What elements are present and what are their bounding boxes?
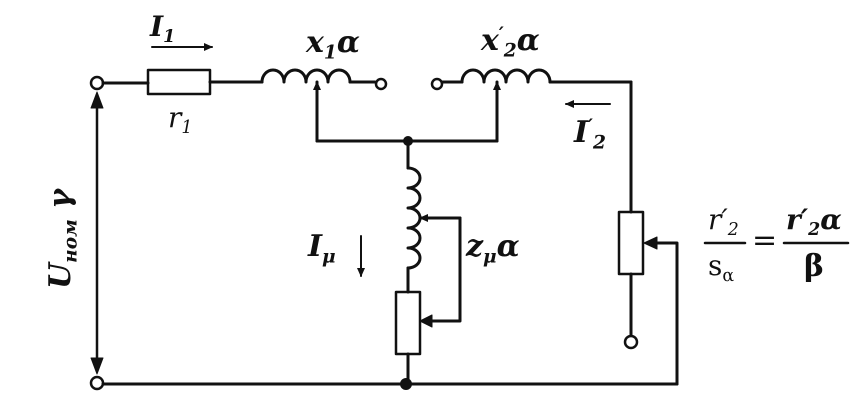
resistor-rmu	[394, 290, 422, 356]
label-x2-alpha: x′2α	[481, 23, 540, 62]
resistor-r2	[617, 210, 645, 276]
formula-rhs-numerator: r′2α	[786, 203, 842, 241]
label-i-mu: Iμ	[308, 229, 336, 268]
junction-bottom	[400, 378, 412, 390]
voltage-arrowhead-bottom	[90, 357, 104, 375]
resistor-r1	[146, 68, 212, 96]
inductor-x1	[260, 68, 352, 84]
input-terminal-top	[89, 75, 105, 91]
formula-lhs-numerator: r′2	[708, 203, 739, 241]
label-i2-prime: I′2	[574, 115, 606, 154]
inductor-zmu	[406, 166, 422, 270]
open-terminal-x2	[430, 77, 444, 91]
slider-r2-arrowhead	[643, 236, 658, 250]
wire-zmu-slider-loop	[422, 216, 462, 323]
inductor-x2	[460, 68, 552, 84]
slider-zmu-lower-arrowhead	[419, 314, 433, 328]
wire-r2-slider-return	[646, 241, 679, 386]
label-x1-alpha: x1α	[306, 25, 360, 64]
voltage-arrowhead-top	[90, 91, 104, 109]
label-i1: I1	[150, 10, 176, 48]
label-r1: r1	[168, 101, 193, 139]
output-terminal	[623, 334, 639, 350]
formula-lhs-denominator: sα	[708, 249, 735, 287]
open-terminal-x1	[374, 77, 388, 91]
input-terminal-bottom	[89, 375, 105, 391]
formula-rhs-denominator: β	[804, 249, 824, 284]
label-z-mu-alpha: zμα	[466, 229, 520, 268]
label-u-nom-gamma: Uном γ	[43, 188, 82, 289]
formula-equals-sign: =	[752, 223, 778, 258]
